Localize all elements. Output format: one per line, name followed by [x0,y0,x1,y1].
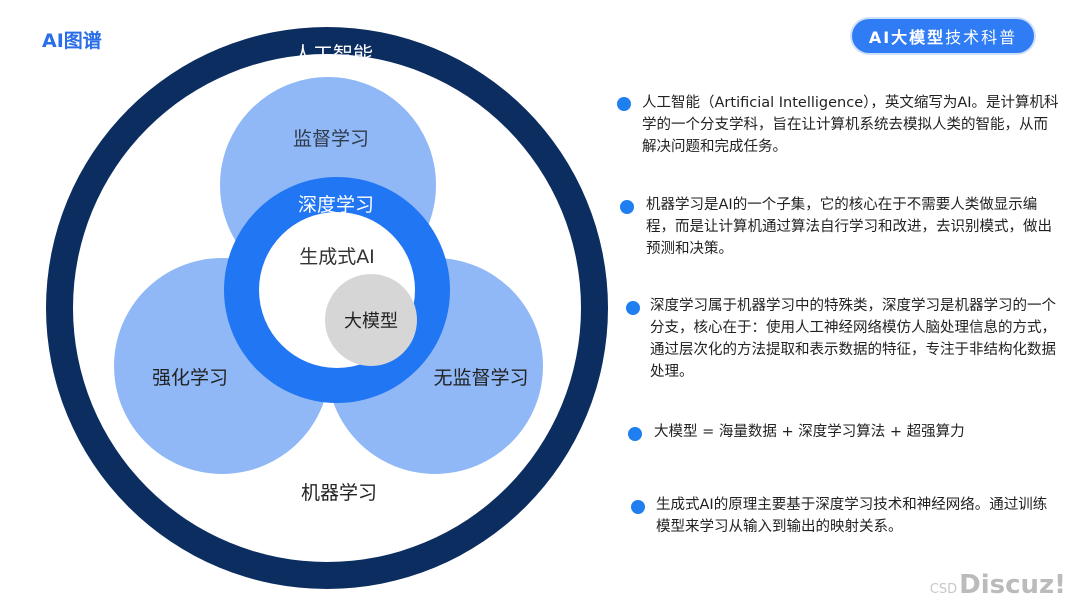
bullet-big-model: 大模型 = 海量数据 + 深度学习算法 + 超强算力 [654,424,965,440]
big-model-circle [325,274,417,366]
watermark-text: Discuz! [959,570,1066,600]
bullet-genai: 生成式AI的原理主要基于深度学习技术和神经网络。通过训练模型来学习从输入到输出的… [656,497,1048,535]
label-reinforcement: 强化学习 [152,367,228,389]
watermark-prefix: CSD [929,582,958,597]
bullet-dot-icon [631,500,645,514]
bullet-ai: 人工智能（Artificial Intelligence），英文缩写为AI。是计… [642,95,1059,155]
bullet-dot-icon [617,97,631,111]
label-ai: 人工智能 [293,42,373,66]
label-genai: 生成式AI [299,246,375,268]
label-unsupervised: 无监督学习 [433,367,528,389]
label-deep-learning: 深度学习 [298,194,374,216]
label-big-model: 大模型 [344,311,398,332]
bullet-ml: 机器学习是AI的一个子集，它的核心在于不需要人类做显示编程，而是让计算机通过算法… [646,197,1052,257]
watermark: CSDDiscuz! [930,570,1066,600]
topic-badge: AI大模型技术科普 [852,19,1034,53]
label-machine-learning: 机器学习 [301,482,377,504]
label-supervised: 监督学习 [293,128,369,150]
bullet-dot-icon [620,200,634,214]
badge-bold-text: AI大模型 [868,28,946,47]
page-title: AI图谱 [42,30,102,52]
badge-rest-text: 技术科普 [945,28,1018,47]
bullet-deep-learning: 深度学习属于机器学习中的特殊类，深度学习是机器学习的一个分支，核心在于：使用人工… [650,298,1056,380]
bullet-dot-icon [626,301,640,315]
bullet-dot-icon [628,427,642,441]
